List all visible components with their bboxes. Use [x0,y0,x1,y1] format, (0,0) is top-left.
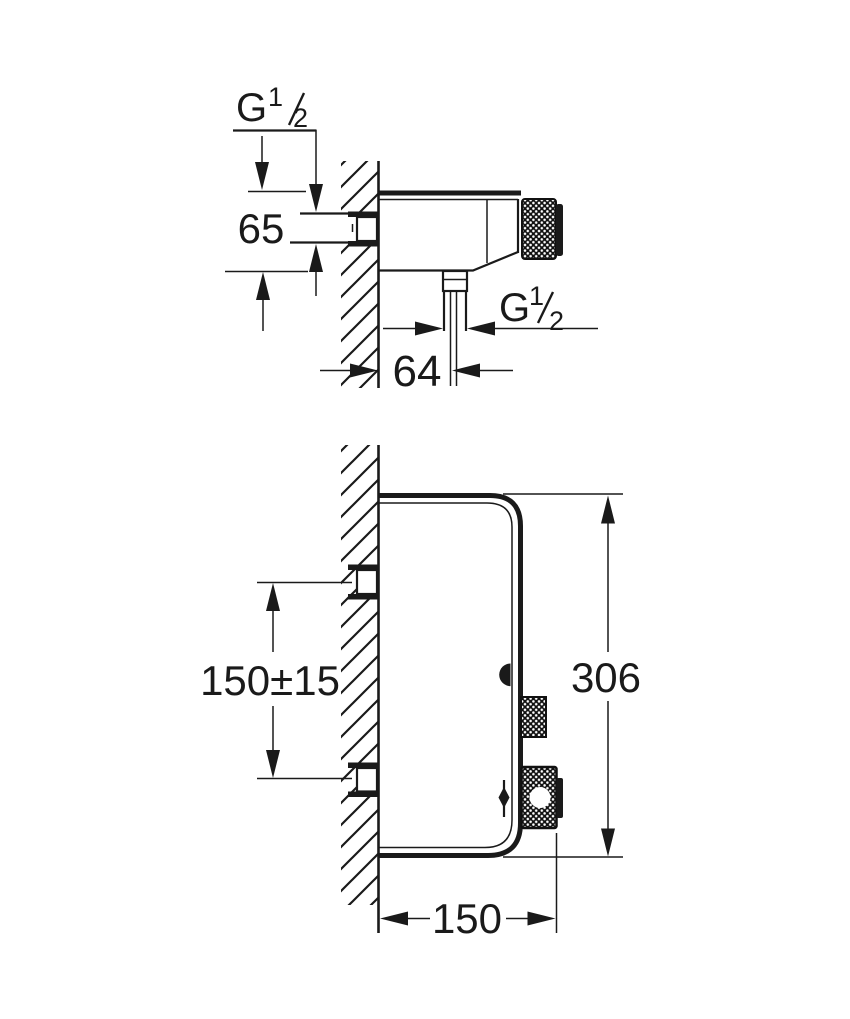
supply-thread-numerator: 1 [268,82,283,112]
outlet-thread-letter: G [499,286,530,330]
outlet-nut [441,269,469,293]
connector-union-nut [355,215,379,243]
wall-hatching-top [341,161,379,388]
arrowhead-up [601,495,615,524]
spout-indicator-mark [499,663,511,687]
supply-thread-denominator: 2 [293,103,308,133]
arrowhead-down [266,750,280,778]
lower-knob [520,765,563,830]
supply-connector [290,211,379,247]
knob-button [529,787,551,808]
arrowhead-left [452,363,480,378]
label-150: 150 [432,895,502,942]
lower-knob-cap [556,778,563,818]
dim-body-height: 65 [225,136,308,331]
dim-supply-thread: G 1 2 [233,82,323,296]
union-nut [355,568,379,596]
label-64: 64 [393,347,442,396]
temperature-knob [521,198,563,260]
arrowhead-up-c [256,272,270,300]
wall-connector-upper [348,564,379,600]
outlet-thread-denominator: 2 [549,306,564,336]
arrowhead-left [467,321,495,336]
label-306: 306 [571,654,641,701]
arrowhead-right [527,911,556,926]
supply-pipe-stub-fill [298,216,357,241]
connector-flange-bottom [348,241,378,247]
body-inner-line [378,502,513,849]
union-nut [355,766,379,793]
arrowhead-right [350,363,378,378]
flange-bottom [348,791,379,797]
arrowhead-down [601,828,615,857]
flow-lever [498,780,510,817]
arrowhead-up [266,583,280,611]
wall-section-bottom [341,445,379,905]
arrowhead-down-b [309,184,323,212]
dim-outlet-thread: G 1 2 [383,281,598,336]
knob-end-cap [556,204,563,256]
bottom-view: 150±15 306 150 [200,445,641,942]
dim-overall-height: 306 [503,493,641,858]
arrowhead-left [380,911,408,926]
wall-hatching-bottom [341,445,379,905]
flange-bottom [348,594,379,600]
body-fill [378,495,521,856]
wall-connector-lower [348,762,379,797]
outlet-thread-numerator: 1 [529,281,544,311]
top-view: G 1 2 65 G 1 [225,82,598,396]
label-150-15: 150±15 [200,657,340,704]
outlet-thread-fraction-slash [536,291,555,324]
flange-top [348,564,379,570]
body-outline [378,493,523,858]
supply-thread-letter: G [236,86,267,130]
valve-body [379,190,521,272]
connector-flange-top [348,211,378,217]
wall-section-top [341,161,379,388]
knob-knurl [521,198,557,260]
arrowhead-up-d [309,244,323,272]
lever-grip [498,787,510,808]
arrowhead-right [415,321,443,336]
dim-overall-depth: 150 [380,833,558,942]
unit-body [378,493,523,858]
flange-top [348,762,379,768]
upper-knob-knurl [520,696,547,738]
body-bottom-edge [379,250,519,272]
label-65: 65 [238,205,285,252]
arrowhead-down-a [255,162,269,190]
dim-supply-spacing: 150±15 [200,581,352,780]
dim-outlet-distance: 64 [320,347,513,396]
supply-thread-fraction-slash [287,92,306,126]
